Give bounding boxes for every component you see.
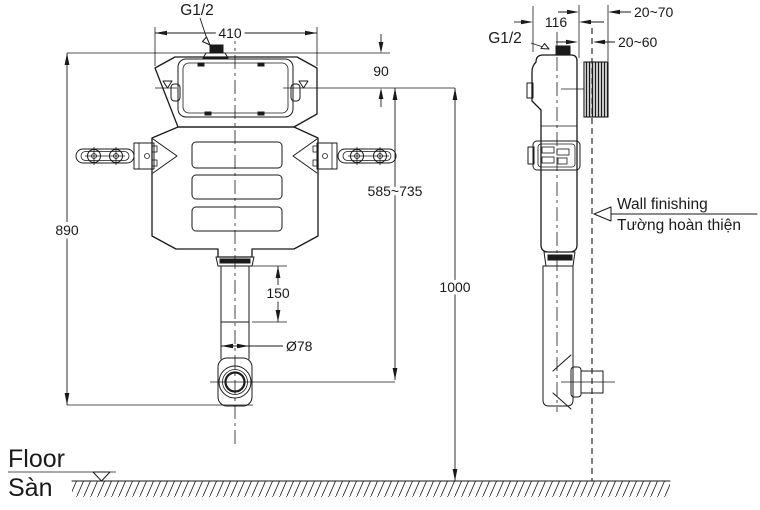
floor-level-mark [92,471,111,482]
outlet-bore [224,371,246,393]
dim-top-to-waterline-label: 90 [373,63,389,79]
wall-finishing-label-vi: Tường hoàn thiện [617,217,741,234]
side-flush-pipe [542,265,574,407]
dim-outlet-range-label: 585~735 [368,183,423,199]
cistern-side-profile [531,54,578,253]
dim-flex-pipe-label: 150 [266,285,290,301]
dim-pipe-diameter-label: Ø78 [286,338,313,354]
elbow-line [552,354,572,372]
side-bracket [527,140,581,171]
dim-waterline-to-floor-label: 1000 [439,279,470,295]
side-view: 20~70 116 20~60 G1/2 Wall finishing Tườn… [488,4,758,481]
inlet-fitting-side [555,45,571,56]
right-chevron [292,138,318,174]
flush-plate-sleeve [583,61,609,118]
wall-finishing-label-en: Wall finishing [617,196,708,213]
outlet-ring [222,369,248,395]
dim-sleeve-range-label: 20~70 [634,4,674,20]
panel-clip [204,111,212,116]
panel-ear-left [170,83,181,102]
elbow-line [552,392,572,410]
outlet-housing [217,357,253,407]
wall-note-arrow [593,206,612,222]
panel-clip [257,111,265,116]
dim-tank-width-label: 410 [218,25,242,41]
floor-label-en: Floor [8,445,65,473]
water-level-mark [162,80,173,89]
tank-rib [191,174,283,200]
flexible-pipe-section [220,265,250,323]
inlet-fitting [209,44,224,54]
floor-hatch [72,481,670,497]
panel-clip [257,62,265,67]
access-panel-outer [177,58,294,118]
floor: Floor Sàn [8,445,671,502]
right-mounting-bracket [312,142,397,170]
floor-label-vi: Sàn [8,474,52,502]
side-flange-band [547,254,573,261]
outlet-ring [218,365,252,399]
front-view: 410 G1/2 90 890 150 Ø78 585~735 [52,2,474,481]
dim-wall-range-label: 20~60 [618,34,658,50]
panel-ear-right [290,83,301,102]
leader-arrow [202,36,211,46]
tank-rib [191,141,283,169]
access-panel-inner [182,62,289,114]
water-level-mark [298,80,309,89]
leader-arrow [540,43,550,50]
side-tab [526,82,534,99]
thread-size-label-side: G1/2 [488,30,522,47]
tank-body-shell [151,126,319,258]
dim-tank-depth-label: 116 [545,14,568,30]
pipe-flange-band [219,258,251,264]
thread-size-label-front: G1/2 [180,2,214,19]
left-mounting-bracket [75,142,158,170]
dim-unit-height-label: 890 [55,222,79,238]
panel-clip [197,62,205,67]
left-chevron [152,138,178,174]
tank-rib [191,206,283,232]
